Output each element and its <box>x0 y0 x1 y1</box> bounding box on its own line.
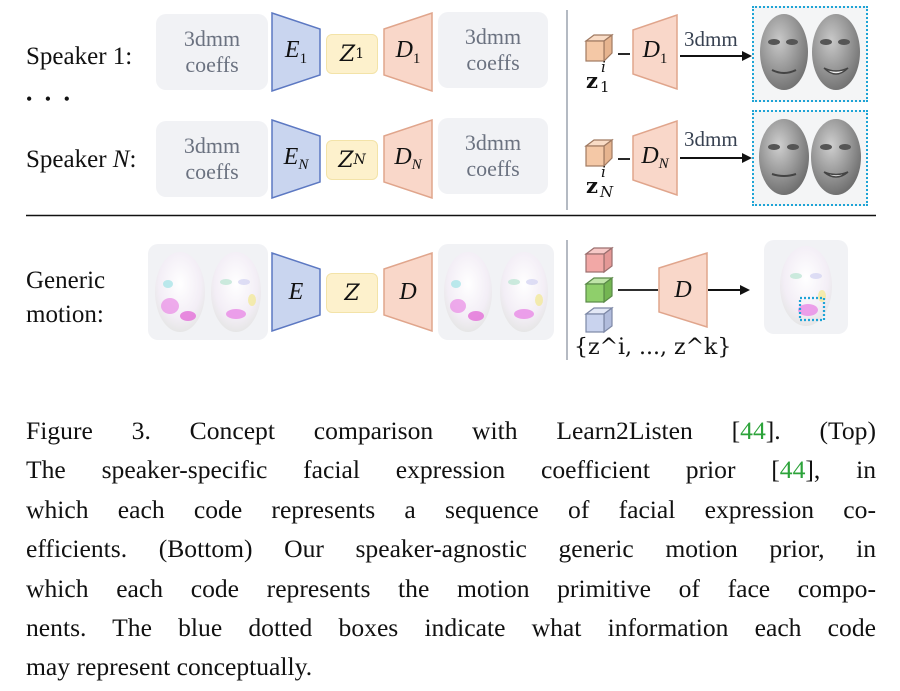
speaker-1-encoder: E1 <box>271 12 321 92</box>
code-set-label: {z^i, ..., z^k} <box>574 335 732 360</box>
caption-text: The speaker-specific facial expression c… <box>26 455 780 485</box>
section-divider <box>26 214 876 217</box>
citation-link[interactable]: 44 <box>740 416 766 445</box>
vertical-separator-bottom <box>566 240 568 360</box>
generic-encoder: E <box>271 252 321 332</box>
generic-arrow <box>708 285 750 295</box>
speaker-1-decoder: D1 <box>383 12 433 92</box>
caption-line: which each code represents the motion pr… <box>26 569 876 608</box>
caption-line: may represent conceptually. <box>26 647 876 686</box>
caption-line: The speaker-specific facial expression c… <box>26 450 876 489</box>
caption-line: which each code represents a sequence of… <box>26 490 876 529</box>
speaker-n-decoder: DN <box>383 119 433 199</box>
citation-link[interactable]: 44 <box>779 455 806 485</box>
generic-motion-label: Generic motion: <box>26 267 106 328</box>
caption-text: ]. (Top) <box>765 416 877 445</box>
generic-output-faces <box>438 244 554 340</box>
generic-output-face <box>764 240 848 334</box>
vertical-separator-top <box>566 10 568 210</box>
caption-text: ], in <box>805 455 876 485</box>
caption-text: nents. The blue dotted boxes indicate wh… <box>26 612 876 642</box>
speaker-n-label: Speaker N: <box>26 146 137 173</box>
speaker-1-label: Speaker 1: <box>26 43 133 70</box>
speaker-n-encoder: EN <box>271 119 321 199</box>
code-cube-icon <box>584 33 614 63</box>
speaker-1-arrow-label: 3dmm <box>684 27 738 51</box>
speaker-n-right-decoder: DN <box>632 120 678 196</box>
caption-line: nents. The blue dotted boxes indicate wh… <box>26 608 876 647</box>
speaker-n-arrow <box>680 153 752 163</box>
speaker-1-code: z i 1 <box>586 58 610 96</box>
code-connector <box>618 53 630 55</box>
caption-line: Figure 3. Concept comparison with Learn2… <box>26 411 876 450</box>
speaker-n-code: z i N <box>586 163 614 201</box>
figure-caption: Figure 3. Concept comparison with Learn2… <box>26 411 876 687</box>
caption-text: which each code represents a sequence of… <box>26 494 876 524</box>
caption-text: may represent conceptually. <box>26 652 313 682</box>
caption-text: which each code represents the motion pr… <box>26 573 876 603</box>
caption-line: efficients. (Bottom) Our speaker-agnosti… <box>26 529 876 568</box>
speaker-1-right-decoder: D1 <box>632 14 678 90</box>
code-connector <box>618 158 630 160</box>
generic-right-decoder: D <box>658 252 708 328</box>
speaker-ellipsis: • • • <box>26 89 74 109</box>
code-stack-icon <box>584 246 614 334</box>
generic-latent: Z <box>326 273 378 313</box>
code-cube-icon <box>584 138 614 168</box>
caption-text: efficients. (Bottom) Our speaker-agnosti… <box>26 534 876 564</box>
generic-input-faces <box>148 244 268 340</box>
speaker-1-face-box <box>752 6 868 102</box>
generic-connector <box>618 289 658 291</box>
speaker-1-arrow <box>680 51 752 61</box>
generic-decoder: D <box>383 252 433 332</box>
speaker-n-arrow-label: 3dmm <box>684 127 738 151</box>
caption-text: Figure 3. Concept comparison with Learn2… <box>26 416 741 445</box>
speaker-n-face-box <box>752 110 868 206</box>
